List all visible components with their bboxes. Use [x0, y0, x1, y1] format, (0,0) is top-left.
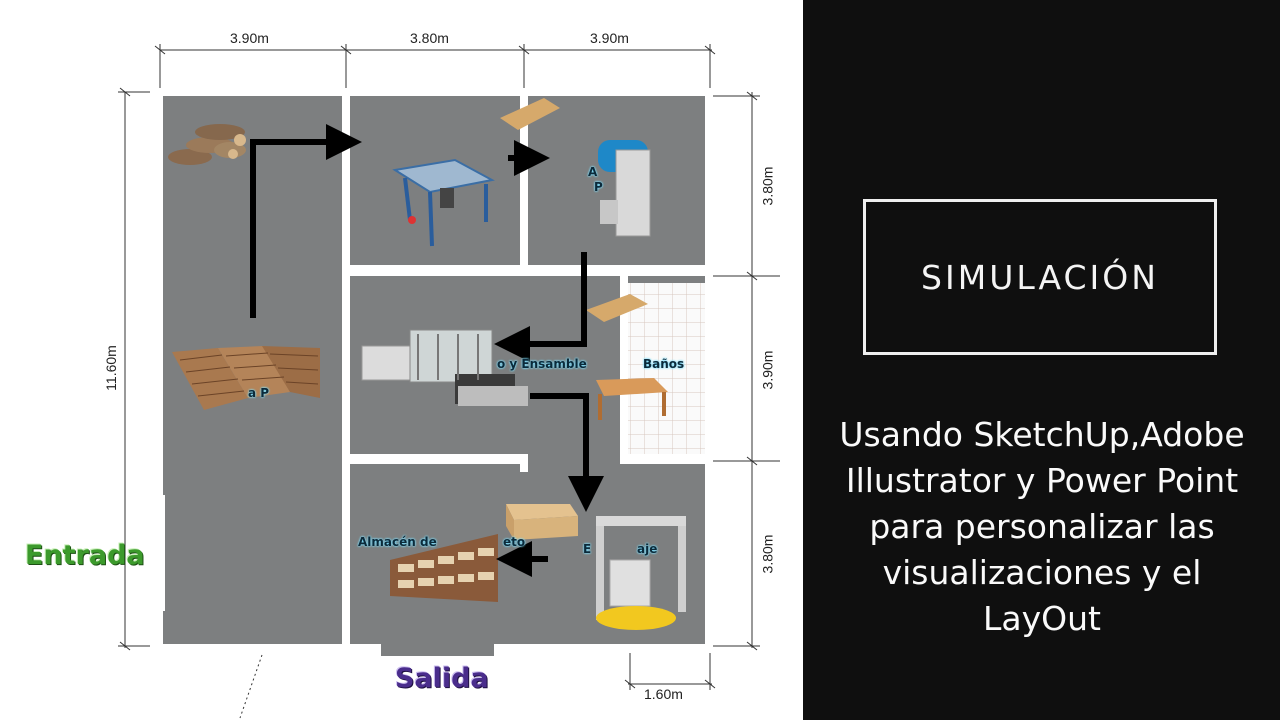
description-line: LayOut: [983, 599, 1101, 638]
dimension-left: 11.60m: [102, 345, 119, 391]
dimension-right-3: 3.80m: [759, 534, 776, 574]
label-ensamble: o y Ensamble: [497, 357, 587, 371]
dimension-top-2: 3.80m: [410, 30, 449, 46]
entrance-gap: [153, 495, 165, 611]
dimension-top-1: 3.90m: [230, 30, 269, 46]
process-flow-arrows: [250, 124, 604, 577]
label-embalaje-tail: aje: [637, 542, 658, 556]
title-box: SIMULACIÓN: [863, 199, 1217, 355]
crate-icon: [506, 504, 578, 540]
label-banos: Baños: [643, 357, 685, 371]
lumber-stack-icon: [172, 346, 320, 410]
info-panel: [803, 0, 1280, 720]
label-salida: Salida: [395, 663, 489, 694]
dimension-right-2: 3.90m: [759, 350, 776, 390]
floor-plan: [118, 44, 780, 719]
description-line: Usando SketchUp,Adobe: [839, 415, 1245, 454]
label-almacen-tail: eto: [503, 535, 526, 549]
wrapping-machine-icon: [596, 516, 686, 630]
planer-icon: [598, 140, 651, 237]
panel-description: Usando SketchUp,Adobe Illustrator y Powe…: [812, 412, 1272, 642]
label-planta: a P: [248, 386, 270, 400]
dimension-lines: [118, 44, 780, 719]
dimension-bottom: 1.60m: [644, 686, 683, 702]
label-embalaje: E: [583, 542, 592, 556]
dimension-top-3: 3.90m: [590, 30, 629, 46]
description-line: Illustrator y Power Point: [845, 461, 1239, 500]
description-line: para personalizar las: [869, 507, 1215, 546]
storage-shelf-icon: [390, 534, 498, 602]
label-cepillado: A: [588, 165, 598, 179]
label-cepillado-2: P: [594, 180, 603, 194]
assembly-machine-icon: [361, 329, 528, 406]
description-line: visualizaciones y el: [882, 553, 1202, 592]
bathroom-floor: [628, 283, 705, 454]
label-almacen: Almacén de: [358, 535, 437, 549]
floor-plan-area: 3.90m 3.80m 3.90m 11.60m 3.80m 3.90m 3.8…: [25, 30, 780, 719]
panel-title: SIMULACIÓN: [921, 257, 1159, 297]
saw-table-icon: [392, 158, 495, 247]
label-entrada: Entrada: [25, 540, 145, 571]
logs-icon: [168, 124, 246, 165]
wood-board-icon: [500, 98, 648, 322]
table-icon: [596, 378, 668, 420]
exit-gap: [381, 642, 494, 656]
dimension-right-1: 3.80m: [759, 166, 776, 206]
